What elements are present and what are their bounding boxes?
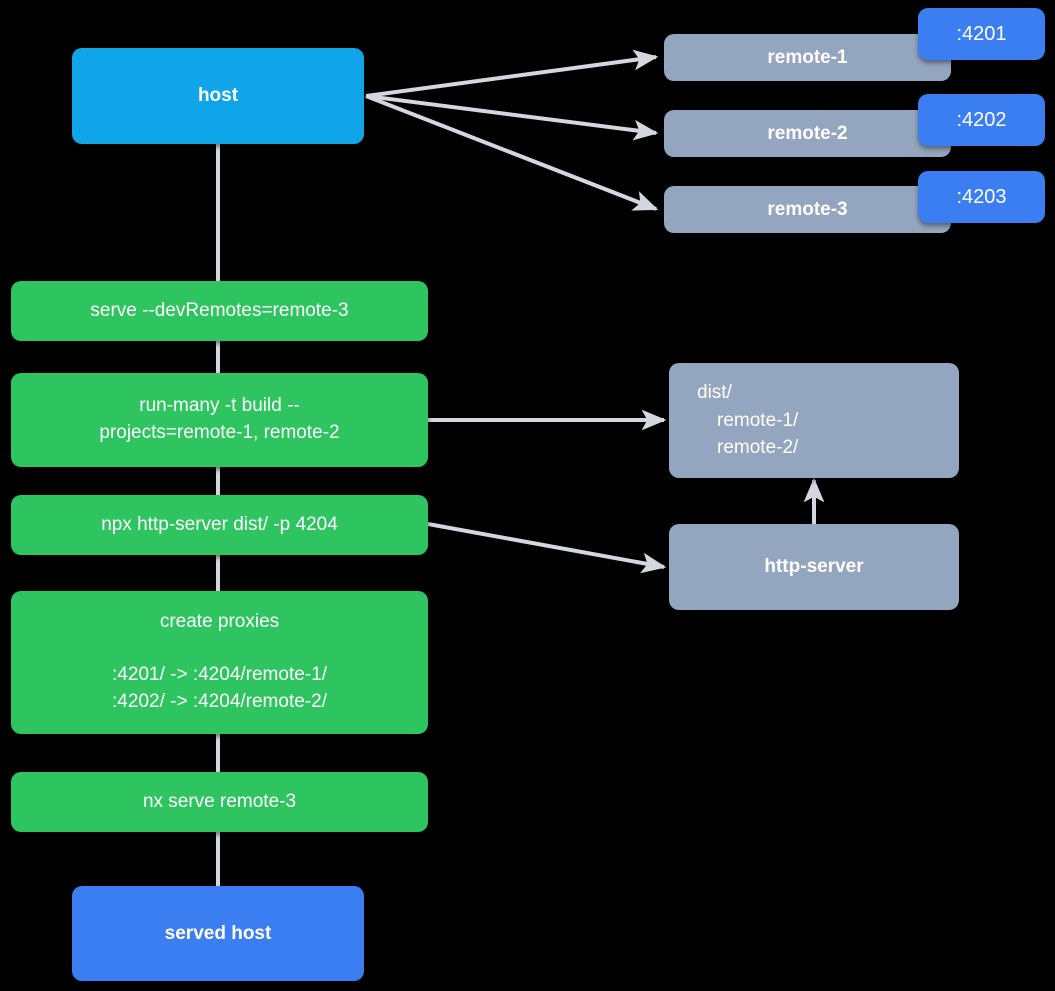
node-remote-2-label: remote-2 <box>767 122 848 144</box>
command-nx-serve-remote-3-label: nx serve remote-3 <box>142 790 297 812</box>
command-create-proxies-mapping-2: :4202/ -> :4204/remote-2/ <box>112 690 327 712</box>
command-create-proxies[interactable]: create proxies :4201/ -> :4204/remote-1/… <box>11 591 428 734</box>
link-host-to-remote-2 <box>365 94 659 141</box>
port-badge-remote-3: :4203 <box>918 171 1045 223</box>
command-npx-http-server[interactable]: npx http-server dist/ -p 4204 <box>11 495 428 555</box>
node-http-server[interactable]: http-server <box>669 524 959 610</box>
node-dist-child-remote-2: remote-2/ <box>717 437 799 459</box>
command-run-many-build[interactable]: run-many -t build -- projects=remote-1, … <box>11 373 428 467</box>
port-badge-remote-2: :4202 <box>918 94 1045 146</box>
node-dist-folder[interactable]: dist/ remote-1/ remote-2/ <box>669 363 959 478</box>
port-badge-remote-1-label: :4201 <box>956 22 1007 45</box>
node-served-host[interactable]: served host <box>72 886 364 981</box>
node-http-server-label: http-server <box>764 556 864 577</box>
node-remote-1-label: remote-1 <box>767 46 848 68</box>
port-badge-remote-1: :4201 <box>918 8 1045 60</box>
node-remote-2[interactable]: remote-2 <box>664 110 951 157</box>
node-remote-3[interactable]: remote-3 <box>664 186 951 233</box>
link-npx-to-http-server <box>427 522 667 574</box>
node-remote-3-label: remote-3 <box>767 198 848 220</box>
port-badge-remote-3-label: :4203 <box>956 185 1007 208</box>
command-create-proxies-title: create proxies <box>159 611 280 633</box>
command-run-many-build-line2: projects=remote-1, remote-2 <box>99 422 340 443</box>
node-host[interactable]: host <box>72 48 364 144</box>
node-remote-1[interactable]: remote-1 <box>664 34 951 81</box>
command-npx-http-server-label: npx http-server dist/ -p 4204 <box>101 513 338 535</box>
command-serve-devremotes-label: serve --devRemotes=remote-3 <box>90 299 349 321</box>
command-create-proxies-mapping-1: :4201/ -> :4204/remote-1/ <box>112 664 327 686</box>
link-host-to-remote-3 <box>365 94 659 211</box>
command-run-many-build-line1: run-many -t build -- <box>139 395 300 417</box>
node-dist-child-remote-1: remote-1/ <box>717 409 799 431</box>
node-served-host-label: served host <box>164 922 272 944</box>
command-serve-devremotes[interactable]: serve --devRemotes=remote-3 <box>11 281 428 341</box>
node-dist-root-label: dist/ <box>697 382 732 404</box>
node-host-label: host <box>197 85 239 106</box>
command-nx-serve-remote-3[interactable]: nx serve remote-3 <box>11 772 428 832</box>
port-badge-remote-2-label: :4202 <box>956 108 1007 131</box>
link-host-to-remote-1 <box>365 49 659 98</box>
